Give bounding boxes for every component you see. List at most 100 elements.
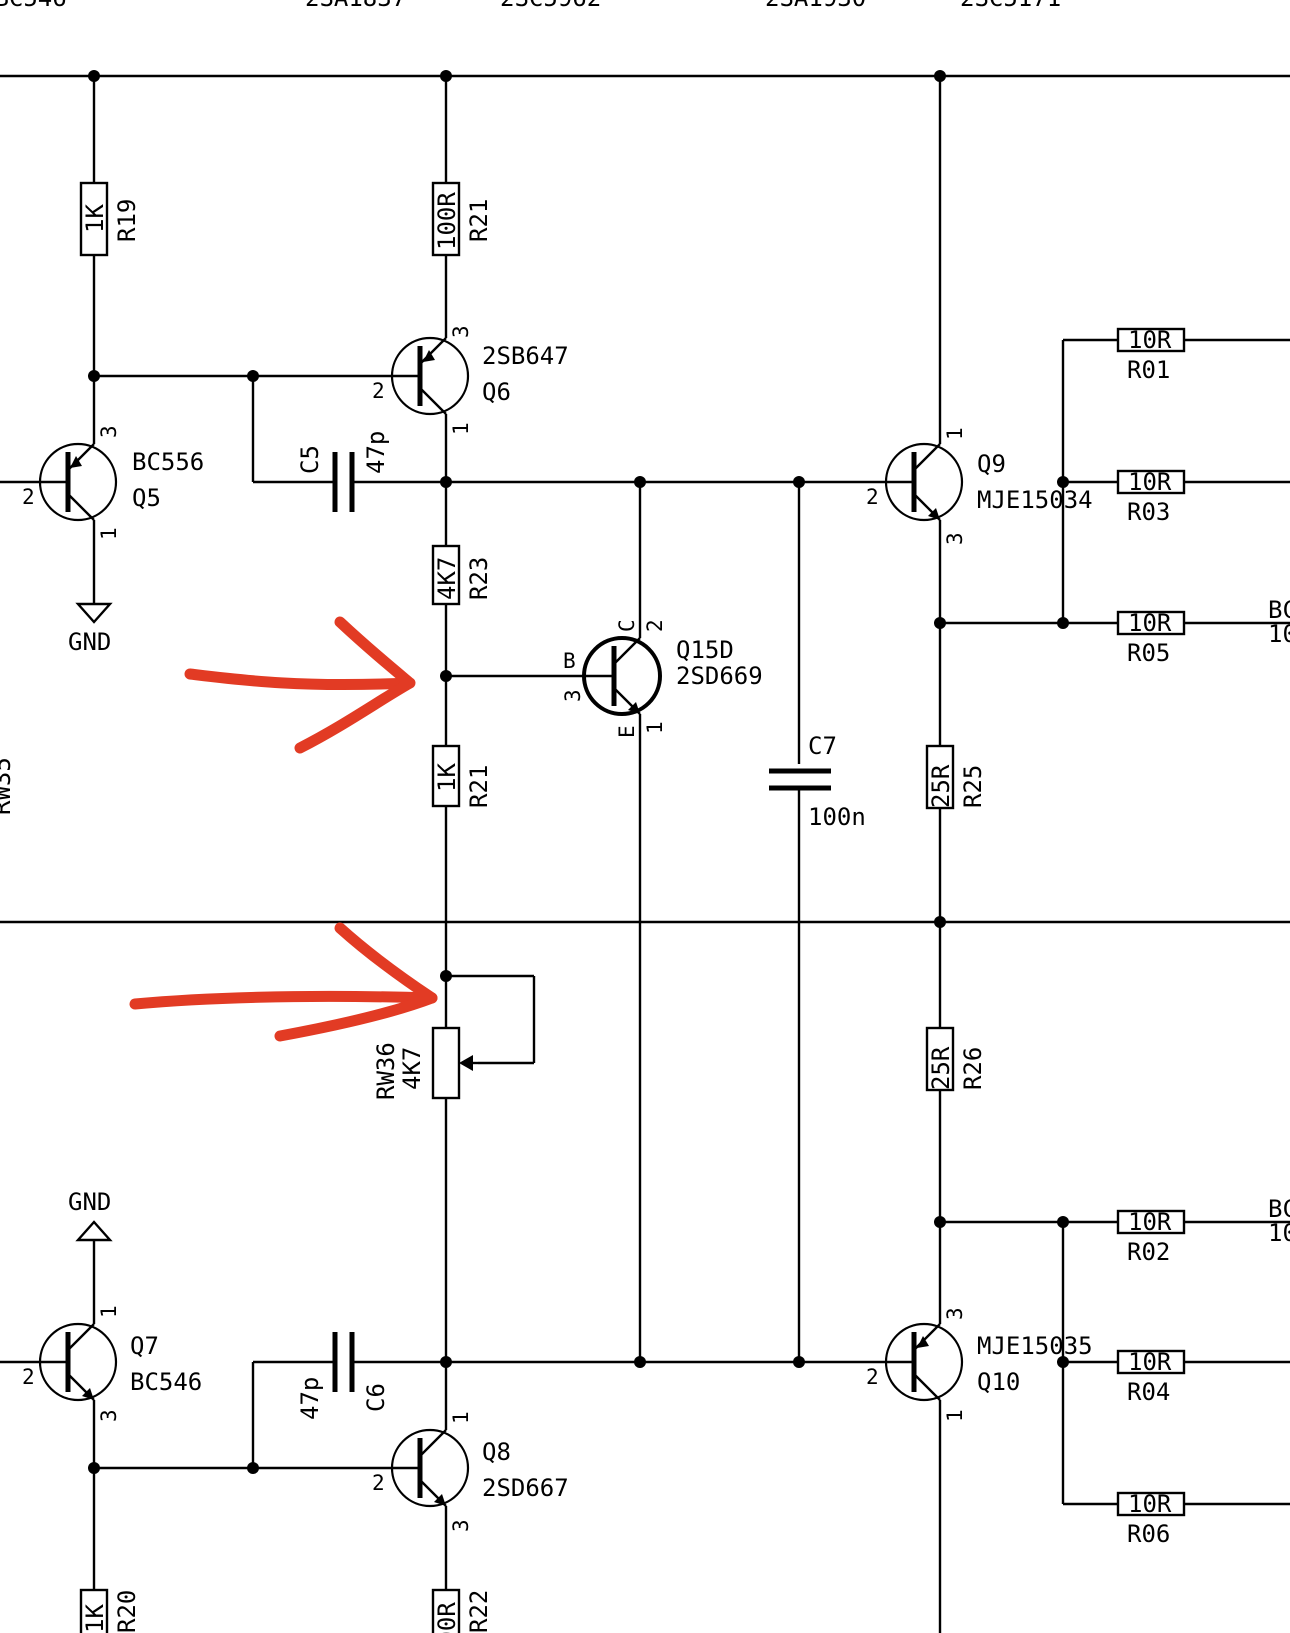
svg-text:Q6: Q6	[482, 378, 511, 406]
svg-text:B: B	[563, 649, 576, 673]
resistor-r26: 25R R26	[925, 1026, 987, 1092]
emitter-arrow-icon	[423, 350, 435, 362]
resistor-r02: 10R R02	[1116, 1208, 1186, 1266]
left-partial-label: RW35	[0, 757, 16, 815]
svg-text:1: 1	[449, 422, 473, 435]
annotation-arrow-upper	[184, 616, 416, 754]
svg-text:3: 3	[97, 1409, 121, 1422]
right-partial-label-4: 10	[1268, 1219, 1290, 1247]
svg-text:C6: C6	[362, 1383, 390, 1412]
svg-text:10R: 10R	[1128, 1208, 1172, 1236]
svg-text:R21: R21	[465, 765, 493, 808]
svg-text:3: 3	[943, 1307, 967, 1320]
transistor-q15d: C 2 B 3 E 1 Q15D 2SD669	[561, 619, 763, 738]
wiper-arrow-icon	[459, 1055, 473, 1071]
top-partial-label-4: 2SA1930	[765, 0, 866, 12]
top-partial-label-5: 2SC5171	[960, 0, 1061, 12]
svg-text:R25: R25	[959, 765, 987, 808]
svg-text:MJE15035: MJE15035	[977, 1332, 1093, 1360]
svg-text:BC556: BC556	[132, 448, 204, 476]
svg-text:25R: 25R	[927, 764, 955, 808]
svg-text:E: E	[615, 725, 639, 738]
svg-text:R19: R19	[113, 199, 141, 242]
capacitor-c5: C5 47p	[296, 431, 390, 512]
wires	[0, 74, 1290, 1633]
capacitor-c6: 47p C6	[296, 1332, 390, 1420]
transistor-q9: 1 2 3 Q9 MJE15034	[866, 427, 1093, 545]
right-partial-label-3: BC	[1268, 1195, 1290, 1223]
resistor-r01: 10R R01	[1116, 326, 1186, 384]
svg-text:2SD669: 2SD669	[676, 662, 763, 690]
svg-text:Q5: Q5	[132, 484, 161, 512]
resistor-r22: 100R R22	[431, 1588, 493, 1633]
emitter-arrow-icon	[434, 1494, 446, 1506]
emitter-arrow-icon	[928, 508, 940, 520]
right-partial-label-2: 10	[1268, 620, 1290, 648]
svg-text:2: 2	[372, 1471, 385, 1495]
top-partial-label-3: 2SC5962	[500, 0, 601, 12]
resistor-r21-top: 100R R21	[431, 181, 493, 257]
svg-text:2SB647: 2SB647	[482, 342, 569, 370]
svg-text:2: 2	[372, 379, 385, 403]
svg-text:1K: 1K	[433, 763, 461, 792]
resistor-r06: 10R R06	[1116, 1490, 1186, 1548]
svg-text:GND: GND	[68, 628, 111, 656]
svg-text:1: 1	[449, 1411, 473, 1424]
svg-text:Q15D: Q15D	[676, 636, 734, 664]
svg-text:3: 3	[449, 1519, 473, 1532]
svg-text:GND: GND	[68, 1188, 111, 1216]
transistor-q6: 3 2 1 2SB647 Q6	[372, 325, 569, 435]
svg-text:4K7: 4K7	[398, 1047, 426, 1090]
svg-text:1: 1	[643, 721, 667, 734]
svg-text:10R: 10R	[1128, 1490, 1172, 1518]
resistor-r03: 10R R03	[1116, 468, 1186, 526]
svg-text:25R: 25R	[927, 1046, 955, 1090]
transistor-q7: 1 2 3 Q7 BC546	[22, 1305, 202, 1422]
svg-text:4K7: 4K7	[433, 557, 461, 600]
svg-text:R21: R21	[465, 199, 493, 242]
ground-symbol-bottom: GND	[68, 1188, 113, 1242]
transistor-q8: 1 2 3 Q8 2SD667	[372, 1411, 569, 1532]
svg-text:1K: 1K	[81, 204, 109, 233]
svg-text:10R: 10R	[1128, 609, 1172, 637]
svg-text:2: 2	[866, 485, 879, 509]
svg-text:Q9: Q9	[977, 450, 1006, 478]
transistor-q5: 3 2 1 BC556 Q5	[22, 425, 204, 540]
svg-text:R04: R04	[1127, 1378, 1170, 1406]
transistor-q10: 3 2 1 MJE15035 Q10	[866, 1307, 1093, 1422]
svg-text:1K: 1K	[81, 1604, 109, 1633]
svg-text:R06: R06	[1127, 1520, 1170, 1548]
annotation-arrow-lower	[129, 922, 438, 1042]
svg-text:3: 3	[561, 689, 585, 702]
emitter-arrow-icon	[82, 1388, 94, 1400]
resistor-r25: 25R R25	[925, 744, 987, 810]
right-partial-label-1: BC	[1268, 596, 1290, 624]
svg-text:3: 3	[97, 425, 121, 438]
svg-text:Q8: Q8	[482, 1438, 511, 1466]
capacitor-c7: C7 100n	[769, 732, 866, 831]
svg-text:RW36: RW36	[372, 1042, 400, 1100]
junctions	[88, 70, 1069, 1474]
svg-text:R01: R01	[1127, 356, 1170, 384]
emitter-arrow-icon	[628, 702, 640, 714]
resistor-r05: 10R R05	[1116, 609, 1186, 667]
resistor-r21-mid: 1K R21	[431, 744, 493, 808]
svg-text:47p: 47p	[296, 1377, 324, 1420]
svg-text:3: 3	[943, 532, 967, 545]
resistor-r20: 1K R20	[79, 1588, 141, 1633]
emitter-arrow-icon	[70, 456, 82, 468]
svg-text:2: 2	[643, 619, 667, 632]
top-partial-label-2: 2SA1837	[305, 0, 406, 12]
svg-text:R05: R05	[1127, 639, 1170, 667]
svg-text:R22: R22	[465, 1590, 493, 1633]
svg-text:100R: 100R	[433, 1602, 461, 1633]
svg-text:Q7: Q7	[130, 1332, 159, 1360]
svg-text:10R: 10R	[1128, 326, 1172, 354]
svg-text:Q10: Q10	[977, 1368, 1020, 1396]
svg-text:3: 3	[449, 325, 473, 338]
svg-text:R03: R03	[1127, 498, 1170, 526]
emitter-arrow-icon	[917, 1336, 929, 1348]
svg-text:2: 2	[866, 1365, 879, 1389]
svg-text:1: 1	[97, 1305, 121, 1318]
